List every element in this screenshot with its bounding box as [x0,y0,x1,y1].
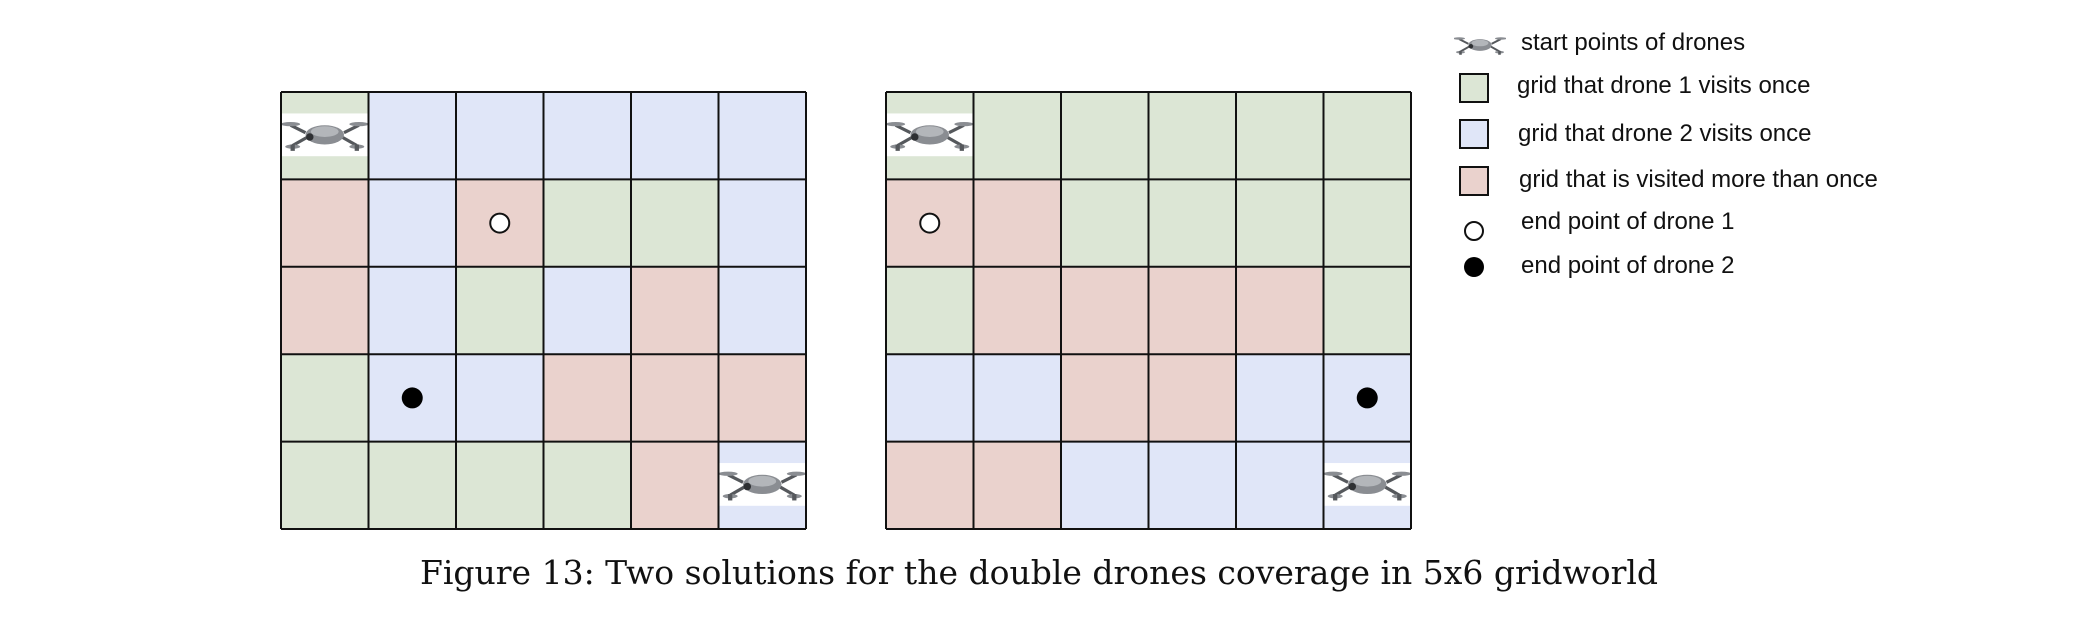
legend: start points of drones grid that drone 1… [1454,29,1878,279]
figure-caption: Figure 13: Two solutions for the double … [420,553,1658,592]
grid-cell [543,179,631,267]
legend-multi-visit-label: grid that is visited more than once [1519,166,1878,193]
grid-cell [1061,266,1149,355]
grid-cell [886,354,974,442]
grid-cell [368,441,456,529]
grid-solution-2 [885,91,1412,530]
grid-1-cells [281,92,806,529]
legend-end-drone2-icon [1464,257,1484,277]
grid-1-lines [280,91,807,530]
grid-cell [1236,179,1324,267]
grid-1-markers [282,112,805,507]
grid-cell [368,179,456,267]
drone-start-icon [282,112,368,157]
grid-cell [886,441,974,529]
end-drone2-marker [1356,387,1378,409]
grid-cell [1061,441,1149,529]
grid-cell [973,354,1061,442]
grid-cell [281,441,369,529]
grid-cell [1323,179,1411,267]
grid-cell [1236,92,1324,180]
drone-start-icon [887,112,973,157]
grid-cell [631,441,719,529]
grid-solution-1 [280,91,807,530]
grid-2-markers [887,112,1410,507]
drone-start-icon [1324,462,1410,507]
grid-cell [1236,266,1324,355]
grid-cell [973,441,1061,529]
grid-cell [973,179,1061,267]
grid-cell [368,266,456,355]
grid-cell [631,354,719,442]
grid-cell [718,354,806,442]
grid-cell [281,266,369,355]
grid-cell [281,354,369,442]
legend-swatch-drone1-once [1459,73,1489,103]
end-drone1-marker [489,212,511,234]
grid-cell [1323,266,1411,355]
legend-end-drone2-label: end point of drone 2 [1521,252,1735,279]
grid-cell [368,92,456,180]
grid-cell [456,354,544,442]
grid-cell [543,354,631,442]
grid-cell [973,92,1061,180]
grid-cell [456,92,544,180]
grid-cell [1061,179,1149,267]
grid-cell [886,266,974,355]
legend-drone2-once-label: grid that drone 2 visits once [1518,120,1812,147]
grid-cell [1148,266,1236,355]
grid-cell [456,266,544,355]
grid-cell [631,92,719,180]
legend-start-label: start points of drones [1521,29,1745,56]
legend-swatch-multi-visit [1459,166,1489,196]
grid-cell [543,92,631,180]
grid-2-cells [886,92,1411,529]
grid-cell [718,179,806,267]
grid-cell [1061,92,1149,180]
grid-cell [631,179,719,267]
grid-cell [1236,441,1324,529]
grid-cell [456,441,544,529]
grid-cell [1323,92,1411,180]
grid-cell [1148,179,1236,267]
grid-cell [718,92,806,180]
grid-cell [1061,354,1149,442]
grid-cell [543,266,631,355]
grid-cell [1236,354,1324,442]
legend-end-drone1-icon [1464,221,1484,241]
drone-start-icon [719,462,805,507]
end-drone1-marker [919,212,941,234]
grid-cell [543,441,631,529]
grid-cell [281,179,369,267]
grid-cell [1148,354,1236,442]
legend-swatch-drone2-once [1459,119,1489,149]
legend-drone-icon [1454,32,1506,58]
legend-end-drone1-label: end point of drone 1 [1521,208,1735,235]
grid-cell [1148,92,1236,180]
grid-2-lines [885,91,1412,530]
legend-drone1-once-label: grid that drone 1 visits once [1517,72,1811,99]
grid-cell [973,266,1061,355]
grid-cell [718,266,806,355]
grid-cell [631,266,719,355]
grid-cell [1148,441,1236,529]
end-drone2-marker [401,387,423,409]
